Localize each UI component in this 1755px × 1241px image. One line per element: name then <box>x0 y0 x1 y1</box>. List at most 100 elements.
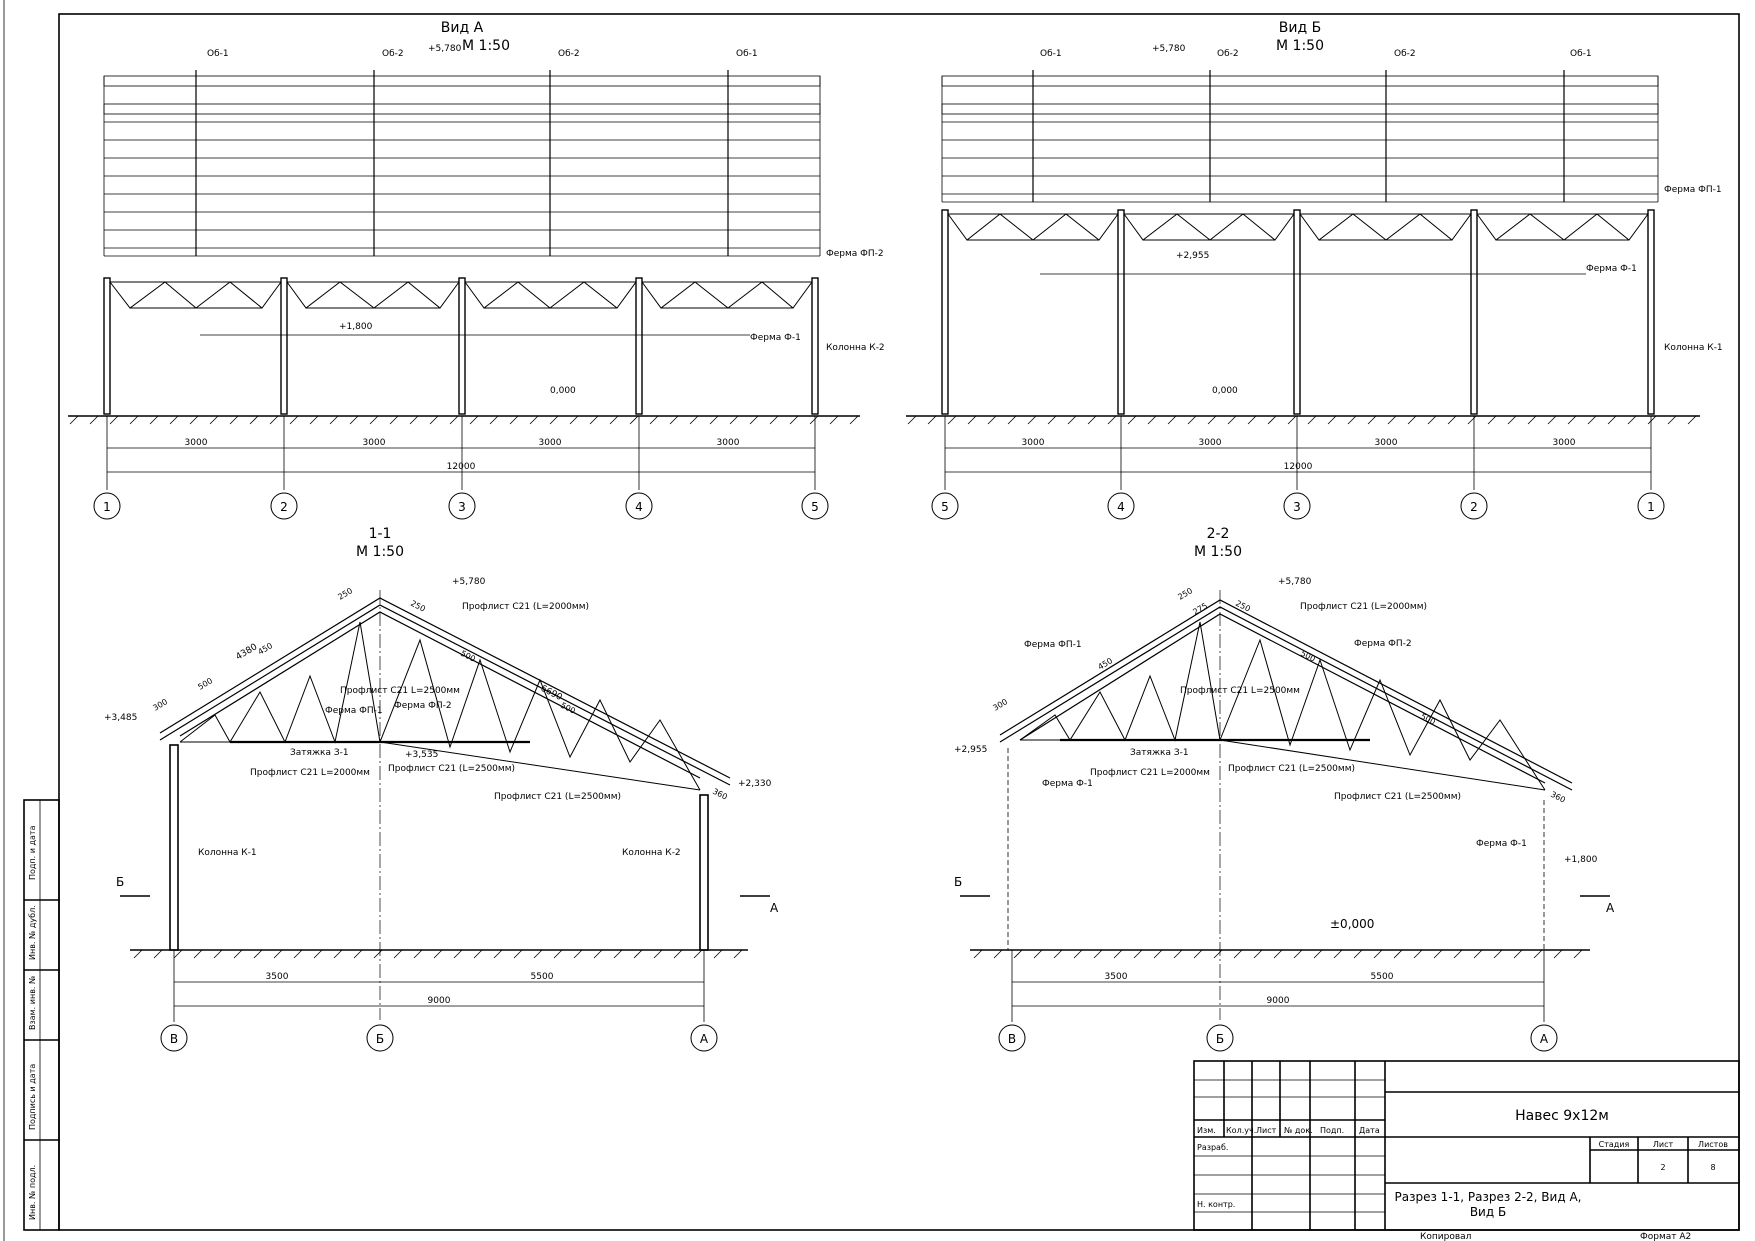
label-profile: Профлист С21 (L=2500мм) <box>494 792 621 802</box>
dim-text: 500 <box>559 701 577 716</box>
tb-nkontr: Н. контр. <box>1197 1200 1235 1209</box>
dim-text: 250 <box>336 586 354 602</box>
elevation-mark: +2,955 <box>954 745 987 755</box>
tb-col: Изм. <box>1197 1126 1216 1135</box>
dim-text: 3000 <box>1375 438 1398 448</box>
ground-hatch <box>973 949 1583 959</box>
trusses-f1 <box>947 213 1649 241</box>
label-profile: Профлист С21 (L=2000мм) <box>462 602 589 612</box>
view-title: Вид А <box>441 20 484 36</box>
dim-text: 360 <box>711 787 729 802</box>
section-arrow-label: А <box>1606 901 1615 915</box>
axis-label: 3 <box>1293 500 1301 514</box>
label-ob2: Об-2 <box>558 49 580 59</box>
dim-text: 5500 <box>1371 972 1394 982</box>
trusses-f1 <box>109 281 813 309</box>
roof-sheeting <box>103 75 821 257</box>
label-fp1: Ферма ФП-1 <box>325 706 383 716</box>
elevation-mark: 0,000 <box>1212 386 1238 396</box>
tb-col: Дата <box>1359 1126 1380 1135</box>
label-fp2: Ферма ФП-2 <box>394 701 452 711</box>
tb-sheet-h: Лист <box>1653 1140 1674 1149</box>
dim-text: 500 <box>196 676 214 692</box>
column-k1 <box>169 744 179 951</box>
dim-text: 360 <box>1549 790 1567 805</box>
label-f1: Ферма Ф-1 <box>1586 264 1637 274</box>
section-arrow-label: Б <box>954 875 962 889</box>
dim-text: 4380 <box>234 642 259 663</box>
elevation-mark: +3,535 <box>405 750 438 760</box>
dim-text: 3000 <box>1022 438 1045 448</box>
elevation-mark: +5,780 <box>428 44 462 54</box>
dim-text: 250 <box>409 599 427 614</box>
elevation-mark: ±0,000 <box>1330 917 1374 931</box>
label-profile: Профлист С21 (L=2500мм) <box>388 764 515 774</box>
dim-text: 450 <box>1096 656 1114 672</box>
tb-col: Лист <box>1256 1126 1277 1135</box>
elevation-mark: +1,800 <box>339 322 373 332</box>
tb-sheets-h: Листов <box>1698 1140 1728 1149</box>
dim-text: 300 <box>151 697 169 713</box>
axis-label: 2 <box>280 500 288 514</box>
dim-text: 275 <box>1191 601 1209 617</box>
label-profile: Профлист С21 (L=2000мм) <box>1300 602 1427 612</box>
label-f1: Ферма Ф-1 <box>1476 839 1527 849</box>
dim-text: 3000 <box>363 438 386 448</box>
dim-text: 3000 <box>1199 438 1222 448</box>
elevation-mark: +1,800 <box>1564 855 1598 865</box>
side-stamp: Подп. и дата Инв. № дубл. Взам. инв. № П… <box>23 799 60 1231</box>
label-fp2: Ферма ФП-2 <box>826 249 884 259</box>
rafter-lines <box>195 70 729 256</box>
section-1-1: 1-1 М 1:50 Профлист С21 (L=2000мм) Профл… <box>104 526 779 1052</box>
elevation-mark: 0,000 <box>550 386 576 396</box>
tb-razrab: Разраб. <box>1197 1143 1228 1152</box>
axis-label: 3 <box>458 500 466 514</box>
ground-hatch <box>133 949 743 959</box>
elevation-mark: +5,780 <box>452 577 486 587</box>
columns <box>103 277 819 415</box>
view-scale: М 1:50 <box>1276 38 1324 54</box>
stamp-label: Подпись и дата <box>28 1064 37 1130</box>
label-k1: Колонна К-1 <box>198 848 257 858</box>
label-ob1: Об-1 <box>1570 49 1592 59</box>
view-title: Вид Б <box>1279 20 1321 36</box>
dim-text: 450 <box>256 641 274 657</box>
elevation-mark: +3,485 <box>104 713 137 723</box>
label-ob2: Об-2 <box>382 49 404 59</box>
axis-label: 1 <box>103 500 111 514</box>
stamp-label: Инв. № подл. <box>28 1165 37 1220</box>
ground-hatch <box>69 415 859 425</box>
axis-label: А <box>1540 1032 1549 1046</box>
axis-bubbles: 1 2 3 4 5 <box>93 416 829 520</box>
label-k2: Колонна К-2 <box>622 848 681 858</box>
elevation-mark: +2,955 <box>1176 251 1209 261</box>
axis-bubbles: 5 4 3 2 1 <box>931 416 1665 520</box>
dim-text: 3000 <box>539 438 562 448</box>
axis-label: Б <box>376 1032 384 1046</box>
stamp-label: Инв. № дубл. <box>28 905 37 960</box>
tb-project: Навес 9х12м <box>1515 1108 1609 1124</box>
dim-text: 3000 <box>185 438 208 448</box>
label-profile: Профлист С21 L=2000мм <box>1090 768 1210 778</box>
axis-label: А <box>700 1032 709 1046</box>
section-scale: М 1:50 <box>356 544 404 560</box>
axis-label: Б <box>1216 1032 1224 1046</box>
tb-col: № док. <box>1284 1126 1313 1135</box>
tb-format: Формат А2 <box>1640 1232 1691 1241</box>
tb-col: Кол.уч. <box>1226 1126 1256 1135</box>
dim-text: 500 <box>1419 712 1437 727</box>
label-profile: Профлист С21 (L=2500мм) <box>1228 764 1355 774</box>
label-ob2: Об-2 <box>1394 49 1416 59</box>
tb-copied: Копировал <box>1420 1232 1471 1241</box>
stamp-label: Подп. и дата <box>28 825 37 880</box>
label-f1: Ферма Ф-1 <box>1042 779 1093 789</box>
dim-text: 9000 <box>428 996 451 1006</box>
dim-text: 3000 <box>717 438 740 448</box>
rafter-lines <box>1032 70 1565 202</box>
dim-text: 3000 <box>1553 438 1576 448</box>
axis-bubbles: В Б А <box>160 950 718 1052</box>
label-f1: Ферма Ф-1 <box>750 333 801 343</box>
section-title: 1-1 <box>369 526 392 542</box>
dim-text: 300 <box>991 697 1009 713</box>
tb-stage-h: Стадия <box>1599 1140 1630 1149</box>
